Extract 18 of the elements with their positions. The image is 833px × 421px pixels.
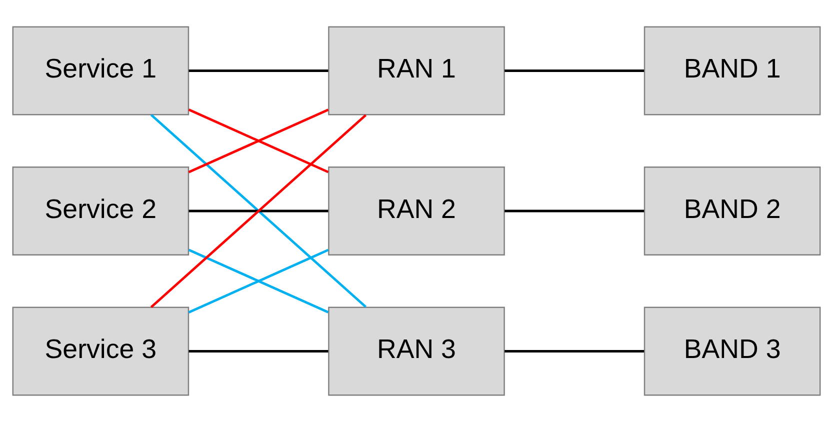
node-box: RAN 3 [328,306,505,396]
node-box: BAND 2 [644,166,821,255]
connector [188,108,329,173]
connector [504,69,644,72]
connector [188,248,329,313]
connector [188,69,328,72]
node-box: Service 1 [12,26,190,115]
connector [504,350,644,352]
node-box: Service 2 [12,166,190,255]
connector [504,209,644,212]
node-box: BAND 1 [644,26,821,115]
connector [188,350,328,352]
connector [188,209,328,212]
node-box: BAND 3 [644,306,821,396]
node-box: RAN 1 [328,26,505,115]
node-box: RAN 2 [328,166,505,255]
node-box: Service 3 [12,306,190,396]
connector [150,114,367,308]
